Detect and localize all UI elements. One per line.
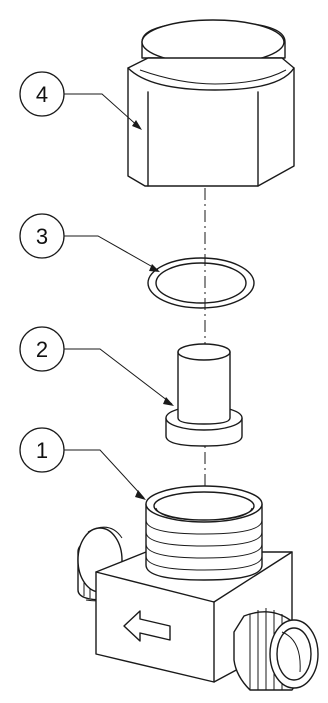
left-arrow-icon [123,610,171,642]
plunger-part [165,343,243,447]
callout-1-label: 1 [36,438,48,463]
callout-2: 2 [19,326,174,406]
callout-2-label: 2 [36,337,48,362]
callout-3: 3 [19,213,160,272]
tee-body-part [77,485,319,691]
o-ring-part [147,257,255,309]
callout-4-label: 4 [36,82,48,107]
callout-1: 1 [19,427,146,500]
cap-nut-part [127,19,295,187]
callout-4: 4 [19,71,142,130]
callout-3-label: 3 [36,224,48,249]
